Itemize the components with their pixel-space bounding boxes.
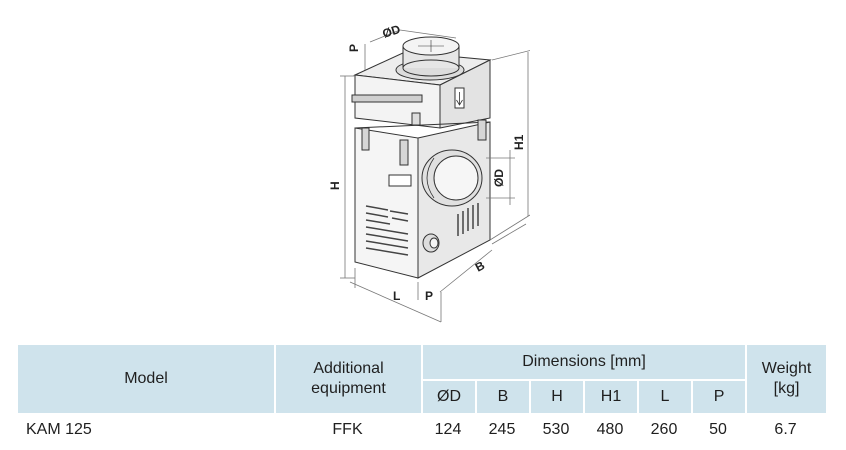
dim-column-header-h1: H1 — [583, 379, 637, 413]
dim-label-h1: H1 — [512, 134, 526, 150]
side-spigot-inner — [433, 155, 479, 201]
weight-header: Weight [kg] — [745, 345, 827, 413]
latch-right — [477, 119, 487, 141]
additional-equipment-header: Additional equipment — [274, 345, 421, 413]
latch-left — [361, 127, 370, 151]
dim-label-p-top: P — [347, 44, 361, 52]
dim-label-diameter-side: ØD — [492, 169, 506, 187]
side-vent-slots — [457, 203, 479, 236]
model-header: Model — [18, 345, 274, 413]
dim-column-header-l: L — [637, 379, 691, 413]
cell-weight: 6.7 — [774, 421, 797, 438]
dim-label-l: L — [393, 289, 400, 303]
additional-equipment-header-line2: equipment — [311, 380, 386, 397]
product-dimension-drawing: ØD P ØD H1 H B L P — [328, 22, 530, 323]
filter-side-face — [439, 59, 491, 129]
dim-column-header-h: H — [529, 379, 583, 413]
latch-middle — [399, 139, 409, 166]
weight-header-line1: Weight — [761, 360, 812, 377]
cell-p: 50 — [709, 421, 727, 438]
dim-column-header-b: B — [475, 379, 529, 413]
dim-label-diameter-top: ØD — [381, 22, 403, 41]
cell-d: 124 — [434, 421, 462, 438]
dim-label-b: B — [473, 258, 488, 275]
specification-table: Model Additional equipment Dimensions [m… — [18, 345, 827, 447]
dim-column-header-d: ØD — [421, 379, 475, 413]
cell-h: 530 — [542, 421, 570, 438]
dim-column-header-p: P — [691, 379, 746, 413]
cell-equipment: FFK — [332, 421, 363, 438]
weight-header-line2: [kg] — [773, 380, 800, 397]
table-row: KAM 125 FFK 124 245 530 480 260 50 6.7 — [18, 413, 826, 447]
cell-b: 245 — [488, 421, 516, 438]
dim-label-p-bottom: P — [425, 289, 433, 303]
cell-l: 260 — [650, 421, 678, 438]
front-vent-slots — [365, 205, 409, 256]
dim-label-h: H — [328, 181, 342, 190]
dimensions-header: Dimensions [mm] — [421, 345, 746, 379]
dimension-lines — [340, 29, 530, 323]
front-label-plate — [388, 174, 412, 187]
cell-model: KAM 125 — [26, 421, 92, 438]
cell-h1: 480 — [596, 421, 624, 438]
additional-equipment-header-line1: Additional — [313, 360, 384, 377]
